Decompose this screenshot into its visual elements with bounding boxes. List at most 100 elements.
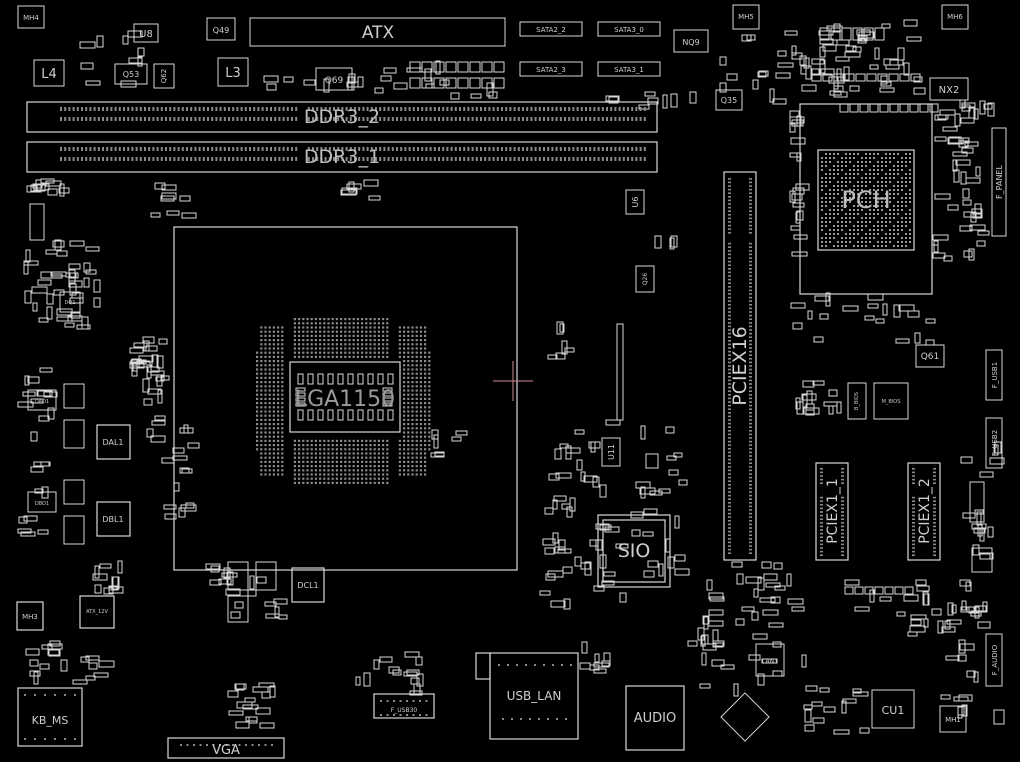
cpu-pin [281, 473, 284, 476]
passive-component [945, 655, 960, 661]
dal1-inductor [96, 424, 131, 460]
pch-pin [897, 169, 899, 171]
pch-pin [865, 161, 867, 163]
ddr-pin [559, 147, 562, 151]
ddr-pin [358, 117, 361, 121]
cpu-pin [411, 347, 414, 350]
cpu-pin [348, 339, 351, 342]
pch-pin [853, 233, 855, 235]
pch-pin [897, 205, 899, 207]
passive-component [647, 97, 659, 105]
ddr-pin [496, 147, 499, 151]
cpu-pin [361, 481, 364, 484]
cpu-pin [272, 423, 275, 426]
ddr-pin [576, 107, 579, 111]
ddr-pin [572, 157, 575, 161]
passive-component [849, 85, 860, 92]
mh4-outline [17, 5, 45, 29]
pcie-pin [728, 221, 731, 223]
passive-component [559, 323, 565, 333]
passive-component [433, 77, 445, 89]
pch-pin [829, 161, 831, 163]
pch-pin [849, 237, 851, 239]
cpu-pin [348, 460, 351, 463]
ddr-pin [475, 157, 478, 161]
cpu-pin [302, 469, 305, 472]
cpu-pin [373, 322, 376, 325]
passive-component [979, 471, 994, 478]
passive-component [22, 391, 36, 397]
cpu-pin [272, 339, 275, 342]
passive-component [32, 302, 38, 312]
ddr-pin [463, 157, 466, 161]
pcie-pin [728, 282, 731, 284]
cpu-pin [386, 469, 389, 472]
ddr-pin [400, 147, 403, 151]
pch-pin [897, 241, 899, 243]
passive-component [842, 305, 859, 312]
cpu-pin [344, 326, 347, 329]
cpu-pin [348, 439, 351, 442]
ddr-pin [442, 107, 445, 111]
cpu-pin [272, 368, 275, 371]
ddr-pin [60, 107, 62, 111]
passive-component [550, 600, 566, 608]
passive-component [588, 441, 601, 449]
pch-pin [877, 225, 879, 227]
pch-pin [877, 169, 879, 171]
pch-pin [857, 165, 859, 167]
ddr-pin [639, 117, 642, 121]
passive-component [261, 691, 271, 699]
usb-pin [502, 718, 504, 720]
cpu-pin [419, 423, 422, 426]
pch-pin [905, 245, 907, 247]
pch-pin [829, 241, 831, 243]
ddr-pin [643, 107, 646, 111]
pcie-pin [728, 264, 731, 266]
cpu-pin [369, 334, 372, 337]
passive-component [972, 213, 983, 219]
cpu-pin [268, 347, 271, 350]
pch-pin [845, 157, 847, 159]
cpu-pin [382, 481, 385, 484]
passive-component [227, 690, 239, 698]
cpu-pin [356, 318, 359, 321]
passive-component [877, 73, 888, 82]
kb-pin [34, 694, 36, 696]
pcie-pin [749, 426, 752, 428]
vga-pin [258, 744, 260, 746]
cpu-pin [268, 402, 271, 405]
cpu-pin [424, 343, 427, 346]
ddr-pin [257, 157, 260, 161]
pch-pin [877, 205, 879, 207]
pcie-pin [728, 199, 731, 202]
cpu-pin [403, 334, 406, 337]
pch-pin [881, 229, 883, 231]
passive-component [959, 225, 973, 232]
passive-component [249, 575, 255, 590]
ddr-pin [215, 147, 218, 151]
cpu-pin [411, 439, 414, 442]
cpu-pin [310, 351, 313, 354]
cpu-pin [340, 452, 343, 455]
pcie-pin [749, 192, 752, 194]
passive-component [962, 199, 972, 206]
passive-component [481, 77, 493, 89]
cpu-pin [264, 381, 267, 384]
cpu-pin [281, 389, 284, 392]
pcie-pin [728, 437, 731, 439]
u11-chip [601, 437, 621, 467]
cpu-pin [340, 343, 343, 346]
cpu-pin [419, 360, 422, 363]
ddr-pin [265, 147, 268, 151]
pch-pin [821, 237, 823, 239]
pch-pin [837, 189, 839, 191]
cpu-pin [323, 355, 326, 358]
cpu-pin [327, 326, 330, 329]
pcie-pin [749, 178, 752, 180]
cpu-pin [361, 330, 364, 333]
cpu-pin [268, 351, 271, 354]
cu1-chip [871, 689, 915, 729]
cpu-pin [256, 418, 259, 421]
ddr-pin [211, 147, 214, 151]
